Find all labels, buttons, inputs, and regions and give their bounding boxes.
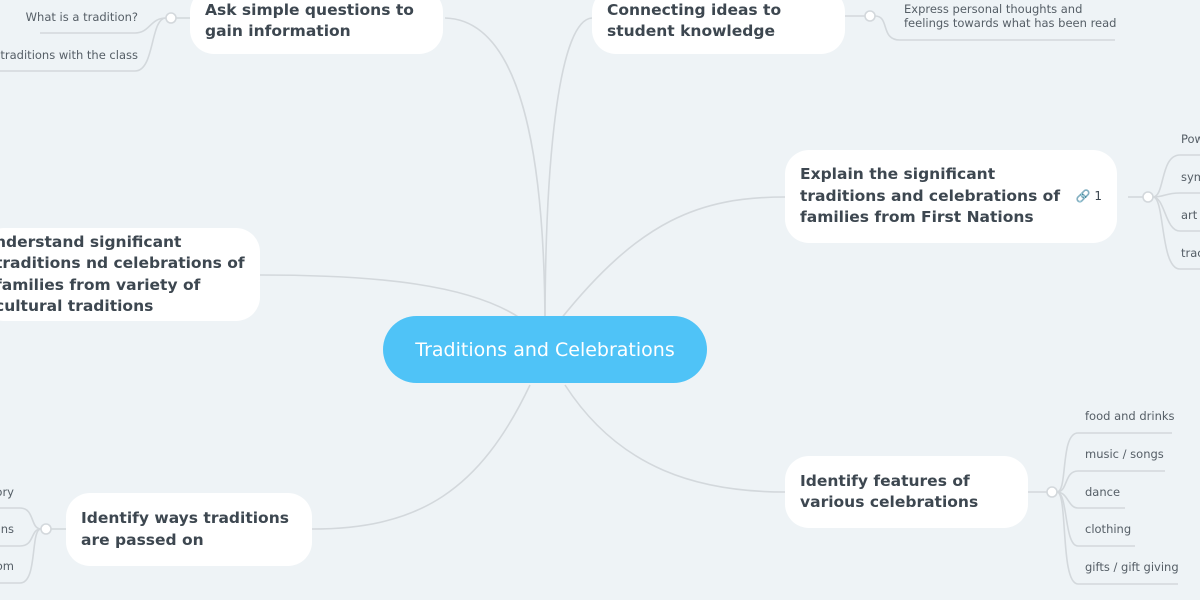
topic-label: Identify features of various celebration… — [800, 471, 979, 512]
topic-label: nderstand significant traditions nd cele… — [0, 232, 245, 316]
leaf-sharing-traditions[interactable]: ng traditions with the class — [0, 48, 138, 62]
leaf-trac[interactable]: trac — [1181, 246, 1200, 260]
topic-identify-ways[interactable]: Identify ways traditions are passed on — [66, 493, 312, 566]
leaf-ons[interactable]: ons — [0, 522, 14, 536]
topic-label: Ask simple questions to gain information — [205, 0, 414, 41]
topic-label: Explain the significant traditions and c… — [800, 165, 1061, 227]
leaf-art[interactable]: art — [1181, 208, 1198, 222]
topic-identify-features[interactable]: Identify features of various celebration… — [785, 456, 1028, 528]
leaf-dance[interactable]: dance — [1085, 485, 1121, 499]
topic-ask-questions[interactable]: Ask simple questions to gain information — [190, 0, 443, 54]
central-topic[interactable]: Traditions and Celebrations — [383, 316, 707, 383]
link-icon: 🔗 — [1075, 188, 1091, 203]
leaf-food-drinks[interactable]: food and drinks — [1085, 409, 1175, 423]
topic-understand-traditions[interactable]: nderstand significant traditions nd cele… — [0, 228, 260, 321]
leaf-gifts[interactable]: gifts / gift giving — [1085, 560, 1179, 574]
leaf-express-thoughts[interactable]: Express personal thoughts and feelings t… — [904, 2, 1117, 30]
topic-explain-first-nations[interactable]: Explain the significant traditions and c… — [785, 150, 1117, 243]
leaf-ory[interactable]: ory — [0, 485, 14, 499]
topic-connecting-ideas[interactable]: Connecting ideas to student knowledge — [592, 0, 845, 54]
leaf-clothing[interactable]: clothing — [1085, 522, 1132, 536]
central-topic-label: Traditions and Celebrations — [415, 338, 675, 361]
link-indicator[interactable]: 🔗 1 — [1076, 186, 1102, 208]
leaf-om[interactable]: om — [0, 559, 14, 573]
link-count: 1 — [1094, 188, 1102, 203]
leaf-pow[interactable]: Pow — [1181, 132, 1200, 146]
leaf-music-songs[interactable]: music / songs — [1085, 447, 1164, 461]
leaf-sym[interactable]: sym — [1181, 170, 1200, 184]
topic-label: Connecting ideas to student knowledge — [607, 0, 782, 41]
leaf-what-is-tradition[interactable]: What is a tradition? — [25, 10, 138, 24]
topic-label: Identify ways traditions are passed on — [81, 509, 289, 549]
